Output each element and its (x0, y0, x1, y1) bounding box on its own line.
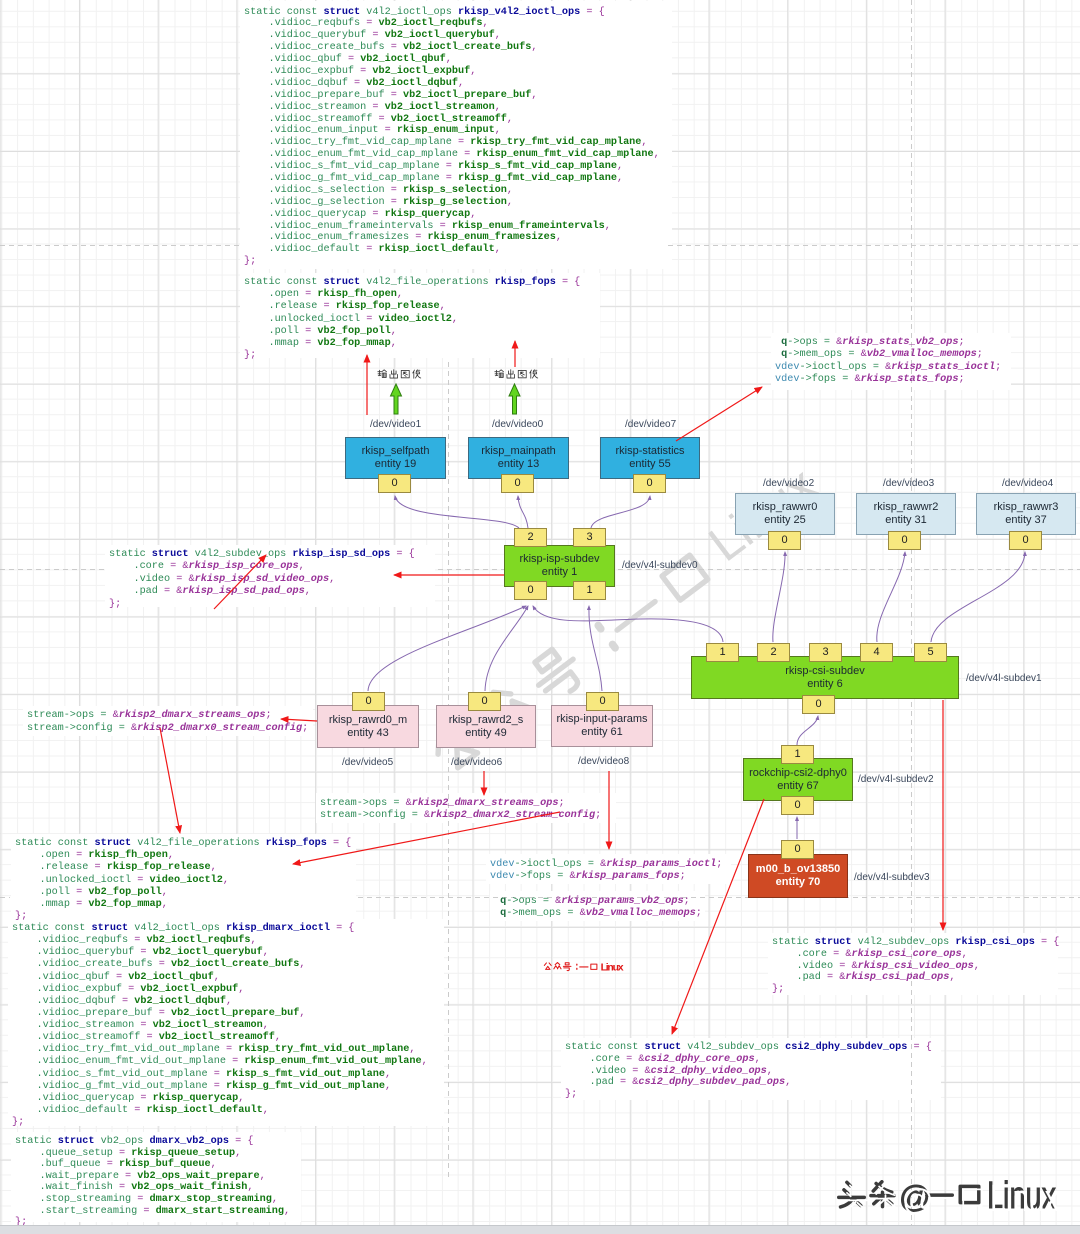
svg-text:Linux: Linux (601, 962, 624, 974)
svg-text:@: @ (902, 1182, 933, 1217)
svg-text:Linux: Linux (987, 1175, 1056, 1217)
svg-text:Linux: Linux (990, 1178, 1059, 1220)
svg-text:@: @ (899, 1179, 930, 1214)
